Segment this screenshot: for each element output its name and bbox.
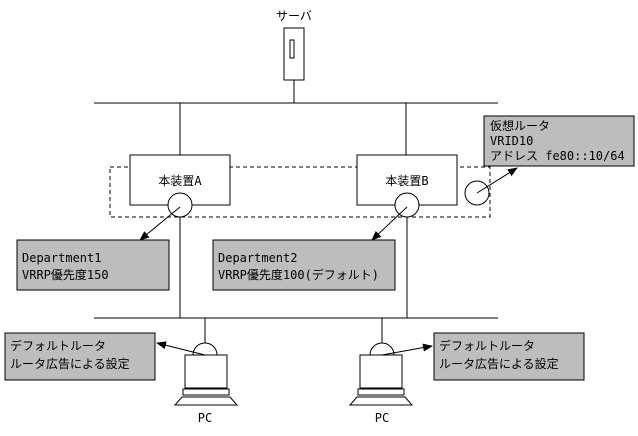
department2-note-line-2: VRRP優先度100(デフォルト) — [218, 267, 379, 282]
pc-2-note-line-2: ルータ広告による設定 — [439, 356, 559, 371]
pc-2-note-box — [433, 332, 585, 381]
virtual-router-note: 仮想ルータ VRID10 アドレス fe80::10/64 — [483, 115, 635, 167]
device-b-interface-icon — [394, 192, 420, 218]
department1-note-box — [16, 239, 170, 291]
device-b: 本装置B — [356, 154, 458, 218]
pc-2-note: デフォルトルータ ルータ広告による設定 — [433, 332, 585, 381]
pc-2: PC — [348, 318, 414, 425]
pc-1-note-box — [4, 332, 156, 381]
pc-2-note-line-1: デフォルトルータ — [439, 338, 535, 353]
pc-1-base-icon — [182, 388, 230, 396]
pc-1-note: デフォルトルータ ルータ広告による設定 — [4, 332, 156, 381]
device-a-label: 本装置A — [158, 174, 202, 188]
department1-note-line-1: Department1 — [22, 251, 101, 265]
pc-1-note-arrow — [156, 341, 206, 356]
virtual-router-note-line-3: アドレス fe80::10/64 — [490, 149, 625, 163]
device-b-label: 本装置B — [385, 174, 428, 188]
virtual-router-note-box — [483, 115, 635, 167]
pc-1: PC — [173, 318, 239, 425]
pc-1-note-line-1: デフォルトルータ — [10, 338, 106, 353]
department2-note: Department2 VRRP優先度100(デフォルト) — [212, 239, 396, 291]
department2-note-box — [212, 239, 396, 291]
pc-2-keyboard-icon — [348, 396, 414, 406]
virtual-router-group — [109, 166, 491, 218]
department1-note-line-2: VRRP優先度150 — [22, 267, 109, 282]
pc-1-note-line-2: ルータ広告による設定 — [10, 356, 130, 371]
pc-1-monitor-icon — [184, 354, 228, 389]
device-a: 本装置A — [129, 154, 231, 218]
department2-arrow — [371, 206, 408, 241]
pc-1-label: PC — [198, 411, 212, 425]
server: サーバ — [276, 9, 312, 103]
virtual-router-note-line-1: 仮想ルータ — [490, 118, 550, 133]
server-slot-icon — [289, 39, 295, 59]
virtual-router-note-line-2: VRID10 — [490, 134, 533, 148]
department1-note: Department1 VRRP優先度150 — [16, 239, 170, 291]
pc-1-keyboard-icon — [173, 396, 239, 406]
department1-arrow — [139, 206, 181, 241]
pc-2-monitor-icon — [359, 354, 403, 389]
pc-2-note-arrow — [381, 343, 433, 356]
department2-note-line-1: Department2 — [218, 251, 297, 265]
pc-2-label: PC — [375, 411, 389, 425]
server-label: サーバ — [276, 9, 312, 23]
virtual-router-arrow — [476, 167, 518, 194]
pc-2-base-icon — [357, 388, 405, 396]
